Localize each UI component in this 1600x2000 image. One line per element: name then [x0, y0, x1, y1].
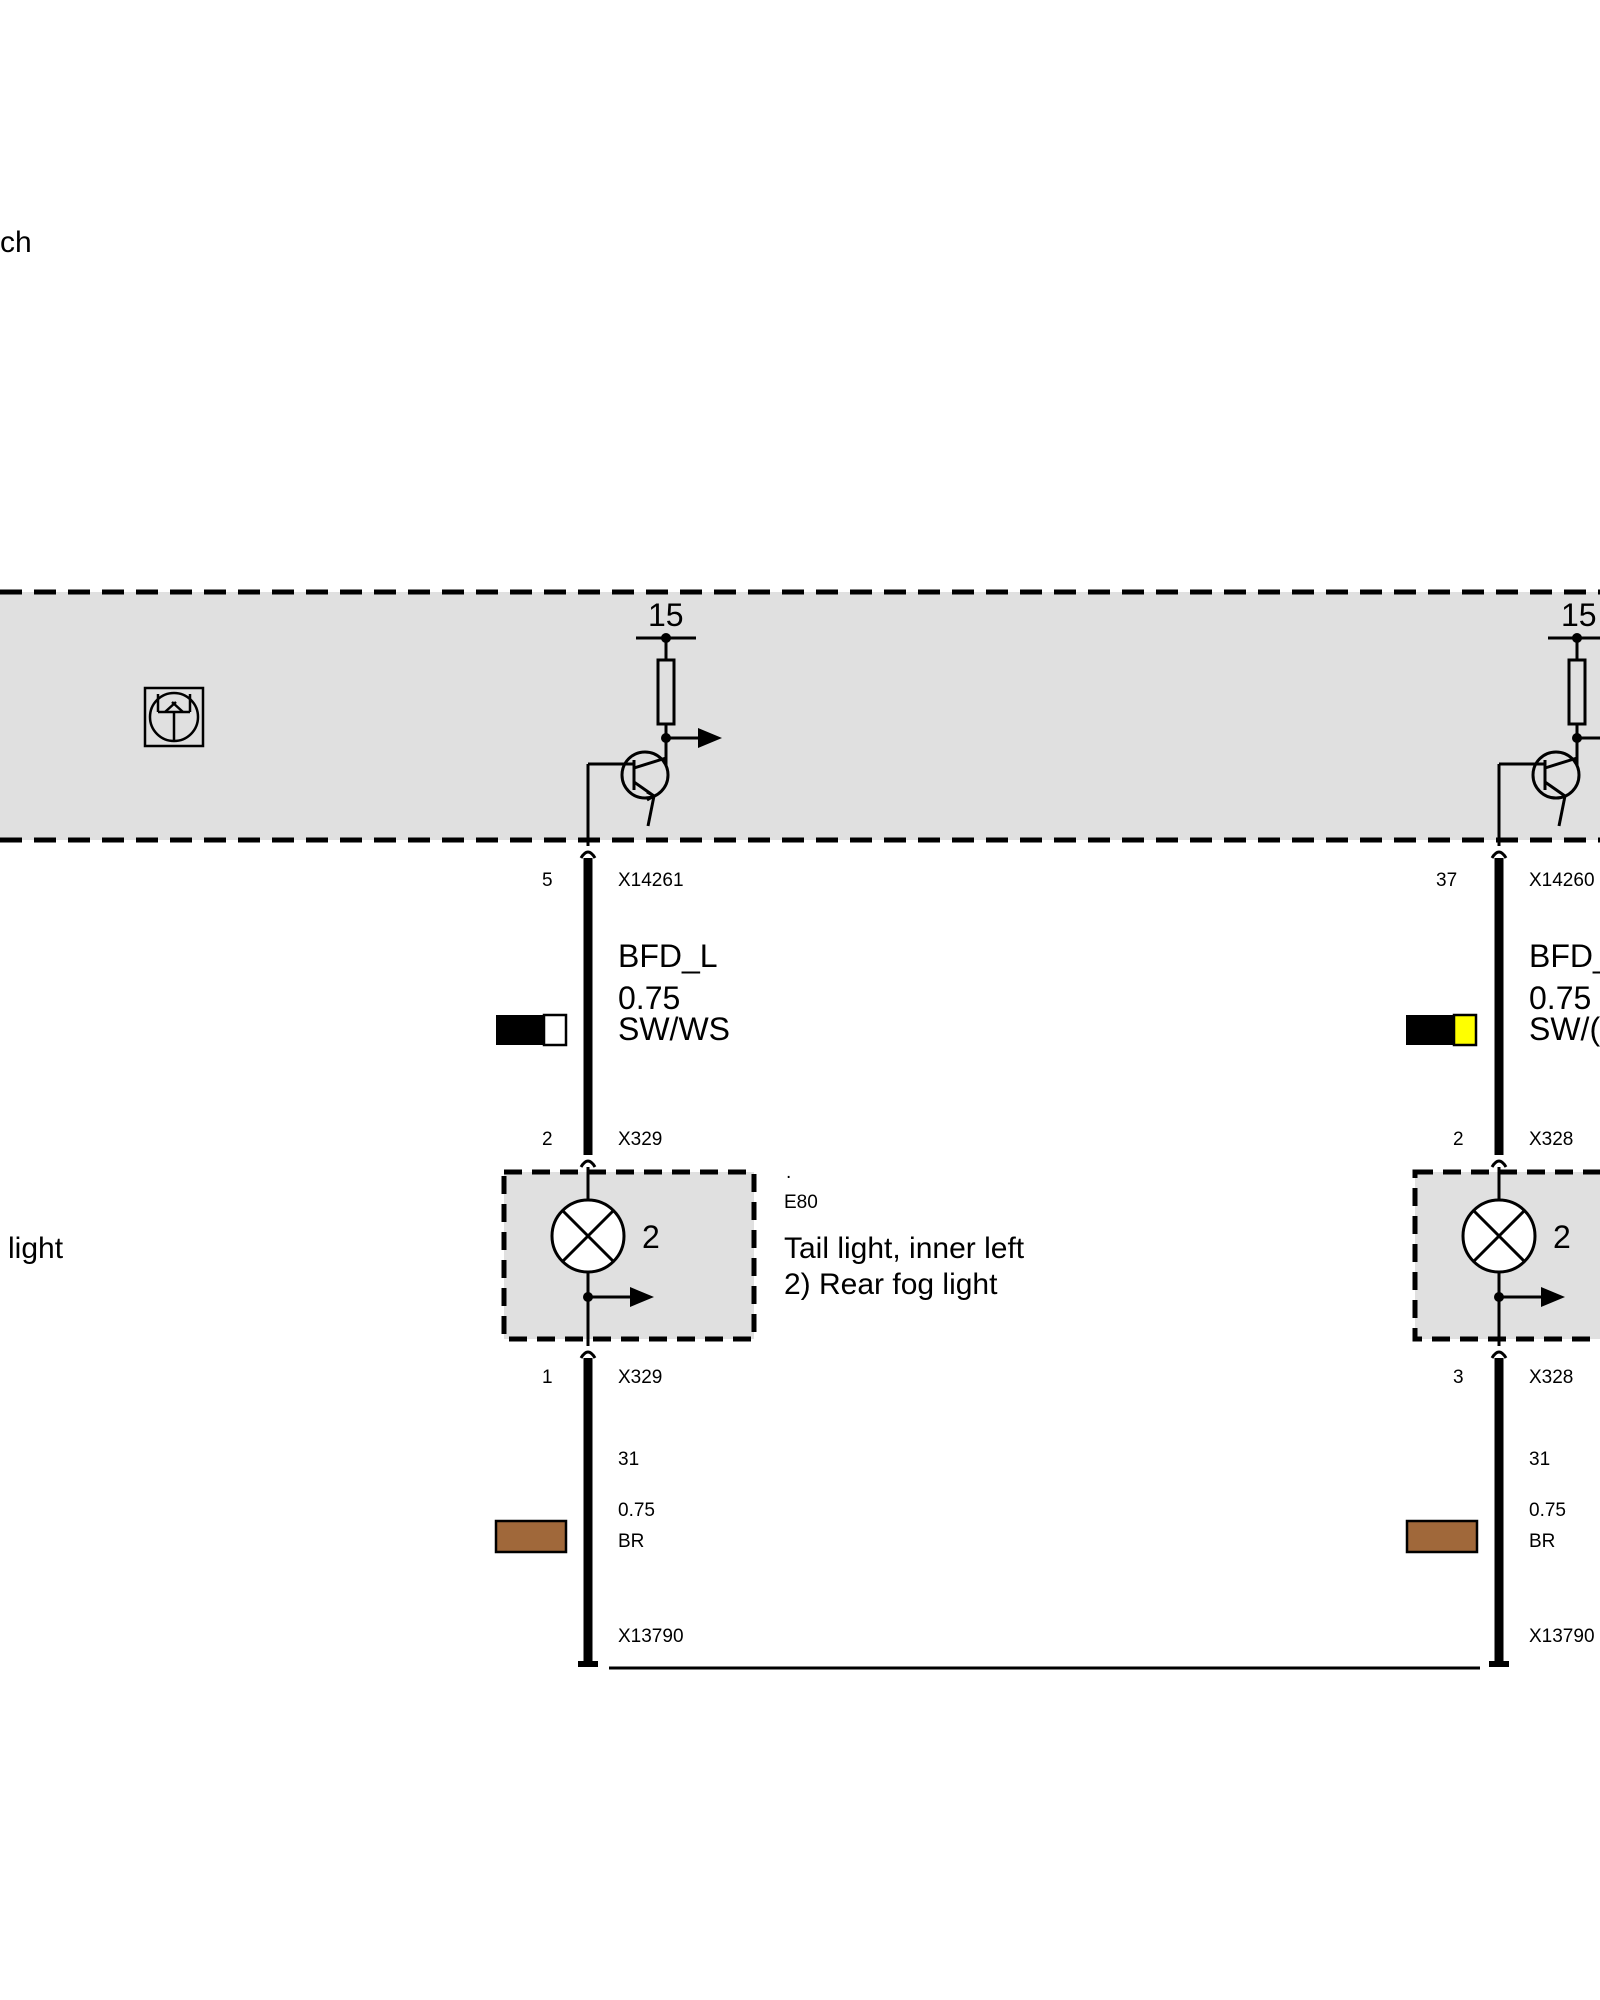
- component-code: E80: [784, 1192, 818, 1213]
- pin-number: 1: [542, 1367, 553, 1388]
- lamp-icon: [1461, 1198, 1537, 1274]
- signal-name: BFD_: [1529, 938, 1600, 974]
- output-arrow-icon: [698, 728, 722, 748]
- output-arrow-icon: [1541, 1287, 1565, 1307]
- output-transistor-icon: [1497, 750, 1581, 846]
- connector-id: X328: [1529, 1129, 1573, 1150]
- lamp-number: 2: [642, 1219, 660, 1255]
- connector-id: X14261: [618, 870, 684, 891]
- pin-number: 2: [1453, 1129, 1464, 1150]
- connector-id: X329: [618, 1367, 662, 1388]
- pin-number: 5: [542, 870, 553, 891]
- control-unit-box: [0, 589, 1600, 843]
- signal-name: BFD_L: [618, 938, 718, 974]
- ground-terminal: 31: [1529, 1449, 1550, 1470]
- connector-id: X14260: [1529, 870, 1595, 891]
- output-arrow-icon: [630, 1287, 654, 1307]
- ground-wire-size: 0.75: [618, 1500, 655, 1521]
- component-note: 2) Rear fog light: [784, 1268, 998, 1301]
- output-transistor-icon: [586, 750, 670, 846]
- ground-connector-id: X13790: [618, 1626, 684, 1647]
- wire-size: 0.75: [618, 980, 680, 1016]
- wire-color-code: SW/(: [1529, 1011, 1600, 1047]
- left-label-fragment-top: ch: [0, 226, 32, 259]
- circuit-right: 15 37 X14260 BFD_ 0.75 SW/( 2 X328: [1405, 597, 1600, 1667]
- pin-number: 37: [1436, 870, 1457, 891]
- wire-color-swatch: [1406, 1013, 1478, 1047]
- ground-wire-color-swatch: [494, 1519, 568, 1554]
- wire-color-code: SW/WS: [618, 1011, 730, 1047]
- supply-terminal-label-right: 15: [1561, 597, 1597, 633]
- circuit-left: 15 5 X14261 BFD_L 0.75 SW/WS: [494, 597, 1025, 1667]
- ground-wire-size: 0.75: [1529, 1500, 1566, 1521]
- ground-wire-color-code: BR: [618, 1531, 644, 1552]
- ground-terminal: 31: [618, 1449, 639, 1470]
- component-code-dot: .: [786, 1162, 791, 1183]
- control-unit-fill: [0, 592, 1600, 840]
- connector-id: X328: [1529, 1367, 1573, 1388]
- left-label-fragment-mid: light: [8, 1232, 64, 1265]
- lamp-number: 2: [1553, 1219, 1571, 1255]
- ground-wire-color-swatch: [1405, 1519, 1479, 1554]
- ground-connector-id: X13790: [1529, 1626, 1595, 1647]
- transistor-symbol-icon: [143, 686, 205, 748]
- lamp-icon: [550, 1198, 626, 1274]
- pin-number: 3: [1453, 1367, 1464, 1388]
- supply-terminal-label-left: 15: [648, 597, 684, 633]
- wire-color-swatch: [496, 1013, 568, 1047]
- ground-wire-color-code: BR: [1529, 1531, 1555, 1552]
- lamp-component-box: [501, 1169, 757, 1342]
- connector-id: X329: [618, 1129, 662, 1150]
- pin-number: 2: [542, 1129, 553, 1150]
- wire-size: 0.75: [1529, 980, 1591, 1016]
- component-name: Tail light, inner left: [784, 1232, 1025, 1265]
